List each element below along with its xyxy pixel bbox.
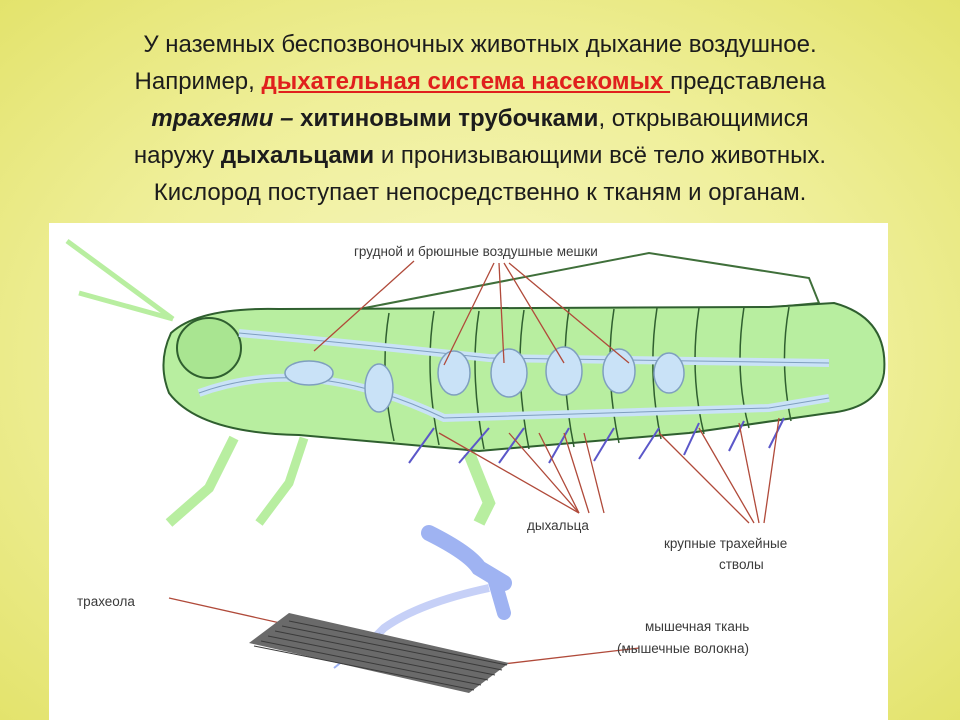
text-line-4-prefix: наружу — [133, 142, 221, 169]
text-line-3-suffix: , открывающимися — [598, 105, 809, 132]
term-spiracles: дыхальцами — [220, 142, 375, 169]
text-line-1-content: У наземных беспозвоночных животных дыхан… — [143, 31, 817, 58]
label-tracheal-trunks-1: крупные трахейные — [664, 536, 787, 551]
text-line-4-suffix: и пронизывающими всё тело животных. — [374, 142, 827, 169]
highlighted-term: дыхательная система насекомых — [261, 68, 671, 95]
term-chitin-tubes: хитиновыми трубочками — [300, 105, 599, 132]
tracheal-system — [197, 329, 830, 423]
term-tracheae: трахеями – — [151, 105, 301, 132]
label-air-sacs: грудной и брюшные воздушные мешки — [354, 244, 598, 259]
tracheole-branch — [366, 584, 490, 646]
text-line-2-suffix: представлена — [670, 68, 826, 95]
label-tracheal-trunks-2: стволы — [719, 557, 764, 572]
text-line-5-content: Кислород поступает непосредственно к тка… — [153, 179, 807, 206]
leg — [255, 436, 309, 526]
label-spiracles: дыхальца — [527, 518, 589, 533]
label-tracheole: трахеола — [77, 594, 135, 609]
tracheal-trunk — [487, 571, 511, 620]
antenna — [65, 238, 175, 322]
spiracle-arrows — [408, 417, 785, 464]
wing — [348, 251, 821, 317]
label-muscle-tissue-2: (мышечные волокна) — [617, 641, 749, 656]
text-line-1: У наземных беспозвоночных животных дыхан… — [20, 26, 940, 63]
figure-canvas: грудной и брюшные воздушные мешки дыхаль… — [65, 238, 886, 693]
text-line-2: Например, дыхательная система насекомых … — [20, 63, 940, 100]
text-line-5: Кислород поступает непосредственно к тка… — [20, 174, 940, 211]
antenna — [78, 290, 174, 322]
label-muscle-tissue-1: мышечная ткань — [645, 619, 749, 634]
description-text: У наземных беспозвоночных животных дыхан… — [20, 26, 940, 211]
leader-lines — [168, 260, 780, 669]
leg — [165, 435, 239, 527]
text-line-2-prefix: Например, — [134, 68, 262, 95]
insect-head — [176, 317, 242, 379]
text-line-4: наружу дыхальцами и пронизывающими всё т… — [20, 137, 940, 174]
text-line-3: трахеями – хитиновыми трубочками, открыв… — [20, 100, 940, 137]
muscle-tissue — [249, 613, 509, 693]
insect-respiratory-figure: грудной и брюшные воздушные мешки дыхаль… — [49, 223, 888, 720]
tracheal-trunk — [421, 525, 512, 591]
leg — [463, 450, 496, 526]
